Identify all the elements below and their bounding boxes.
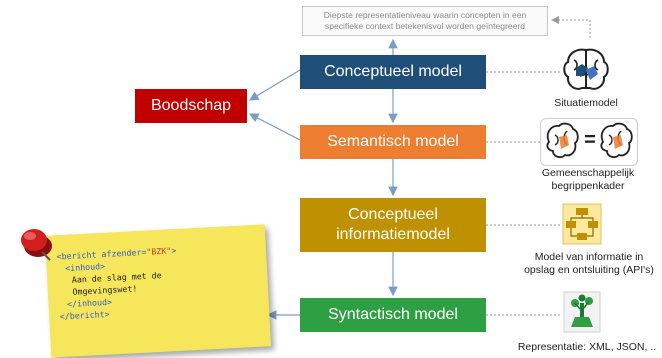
informatie-caption: Model van informatie in opslag en ontslu… xyxy=(516,251,662,277)
tree-lab-icon xyxy=(563,291,601,333)
equals-sign: = xyxy=(584,129,596,151)
informatiemodel-label-line1: Conceptueel xyxy=(348,206,438,223)
dotted-situatie-to-note xyxy=(551,16,591,38)
representatie-caption: Representatie: XML, JSON, .. xyxy=(517,341,657,353)
begrippenkader-caption-line2: begrippenkader xyxy=(551,180,625,192)
arrow-semantic-to-boodschap xyxy=(248,113,301,141)
syntactisch-model-box: Syntactisch model xyxy=(300,298,486,332)
arrow-concept-to-boodschap xyxy=(248,69,301,101)
brain-icon xyxy=(563,48,609,90)
top-description-note: Diepste representatieniveau waarin conce… xyxy=(302,6,548,36)
informatie-caption-line2: opslag en ontsluiting (API's) xyxy=(524,264,654,276)
pushpin-icon xyxy=(21,229,52,261)
conceptueel-informatiemodel-box: Conceptueel informatiemodel xyxy=(300,198,486,252)
begrippenkader-caption: Gemeenschappelijk begrippenkader xyxy=(525,167,651,193)
xml-code-snippet: <bericht afzender="BZK"> <inhoud> Aan de… xyxy=(56,240,269,323)
conceptueel-model-box: Conceptueel model xyxy=(300,55,486,89)
boodschap-box: Boodschap xyxy=(135,89,247,123)
code-afzender-value: "BZK" xyxy=(146,245,172,257)
situatiemodel-caption: Situatiemodel xyxy=(554,97,618,109)
informatie-caption-line1: Model van informatie in xyxy=(534,251,644,263)
code-bericht-open-close: > xyxy=(171,245,177,256)
semantisch-model-box: Semantisch model xyxy=(300,125,486,159)
brain-equals-brain-icon: = xyxy=(540,118,638,166)
data-model-icon xyxy=(562,203,602,245)
informatiemodel-label-line2: informatiemodel xyxy=(336,226,450,243)
begrippenkader-caption-line1: Gemeenschappelijk xyxy=(541,167,635,179)
